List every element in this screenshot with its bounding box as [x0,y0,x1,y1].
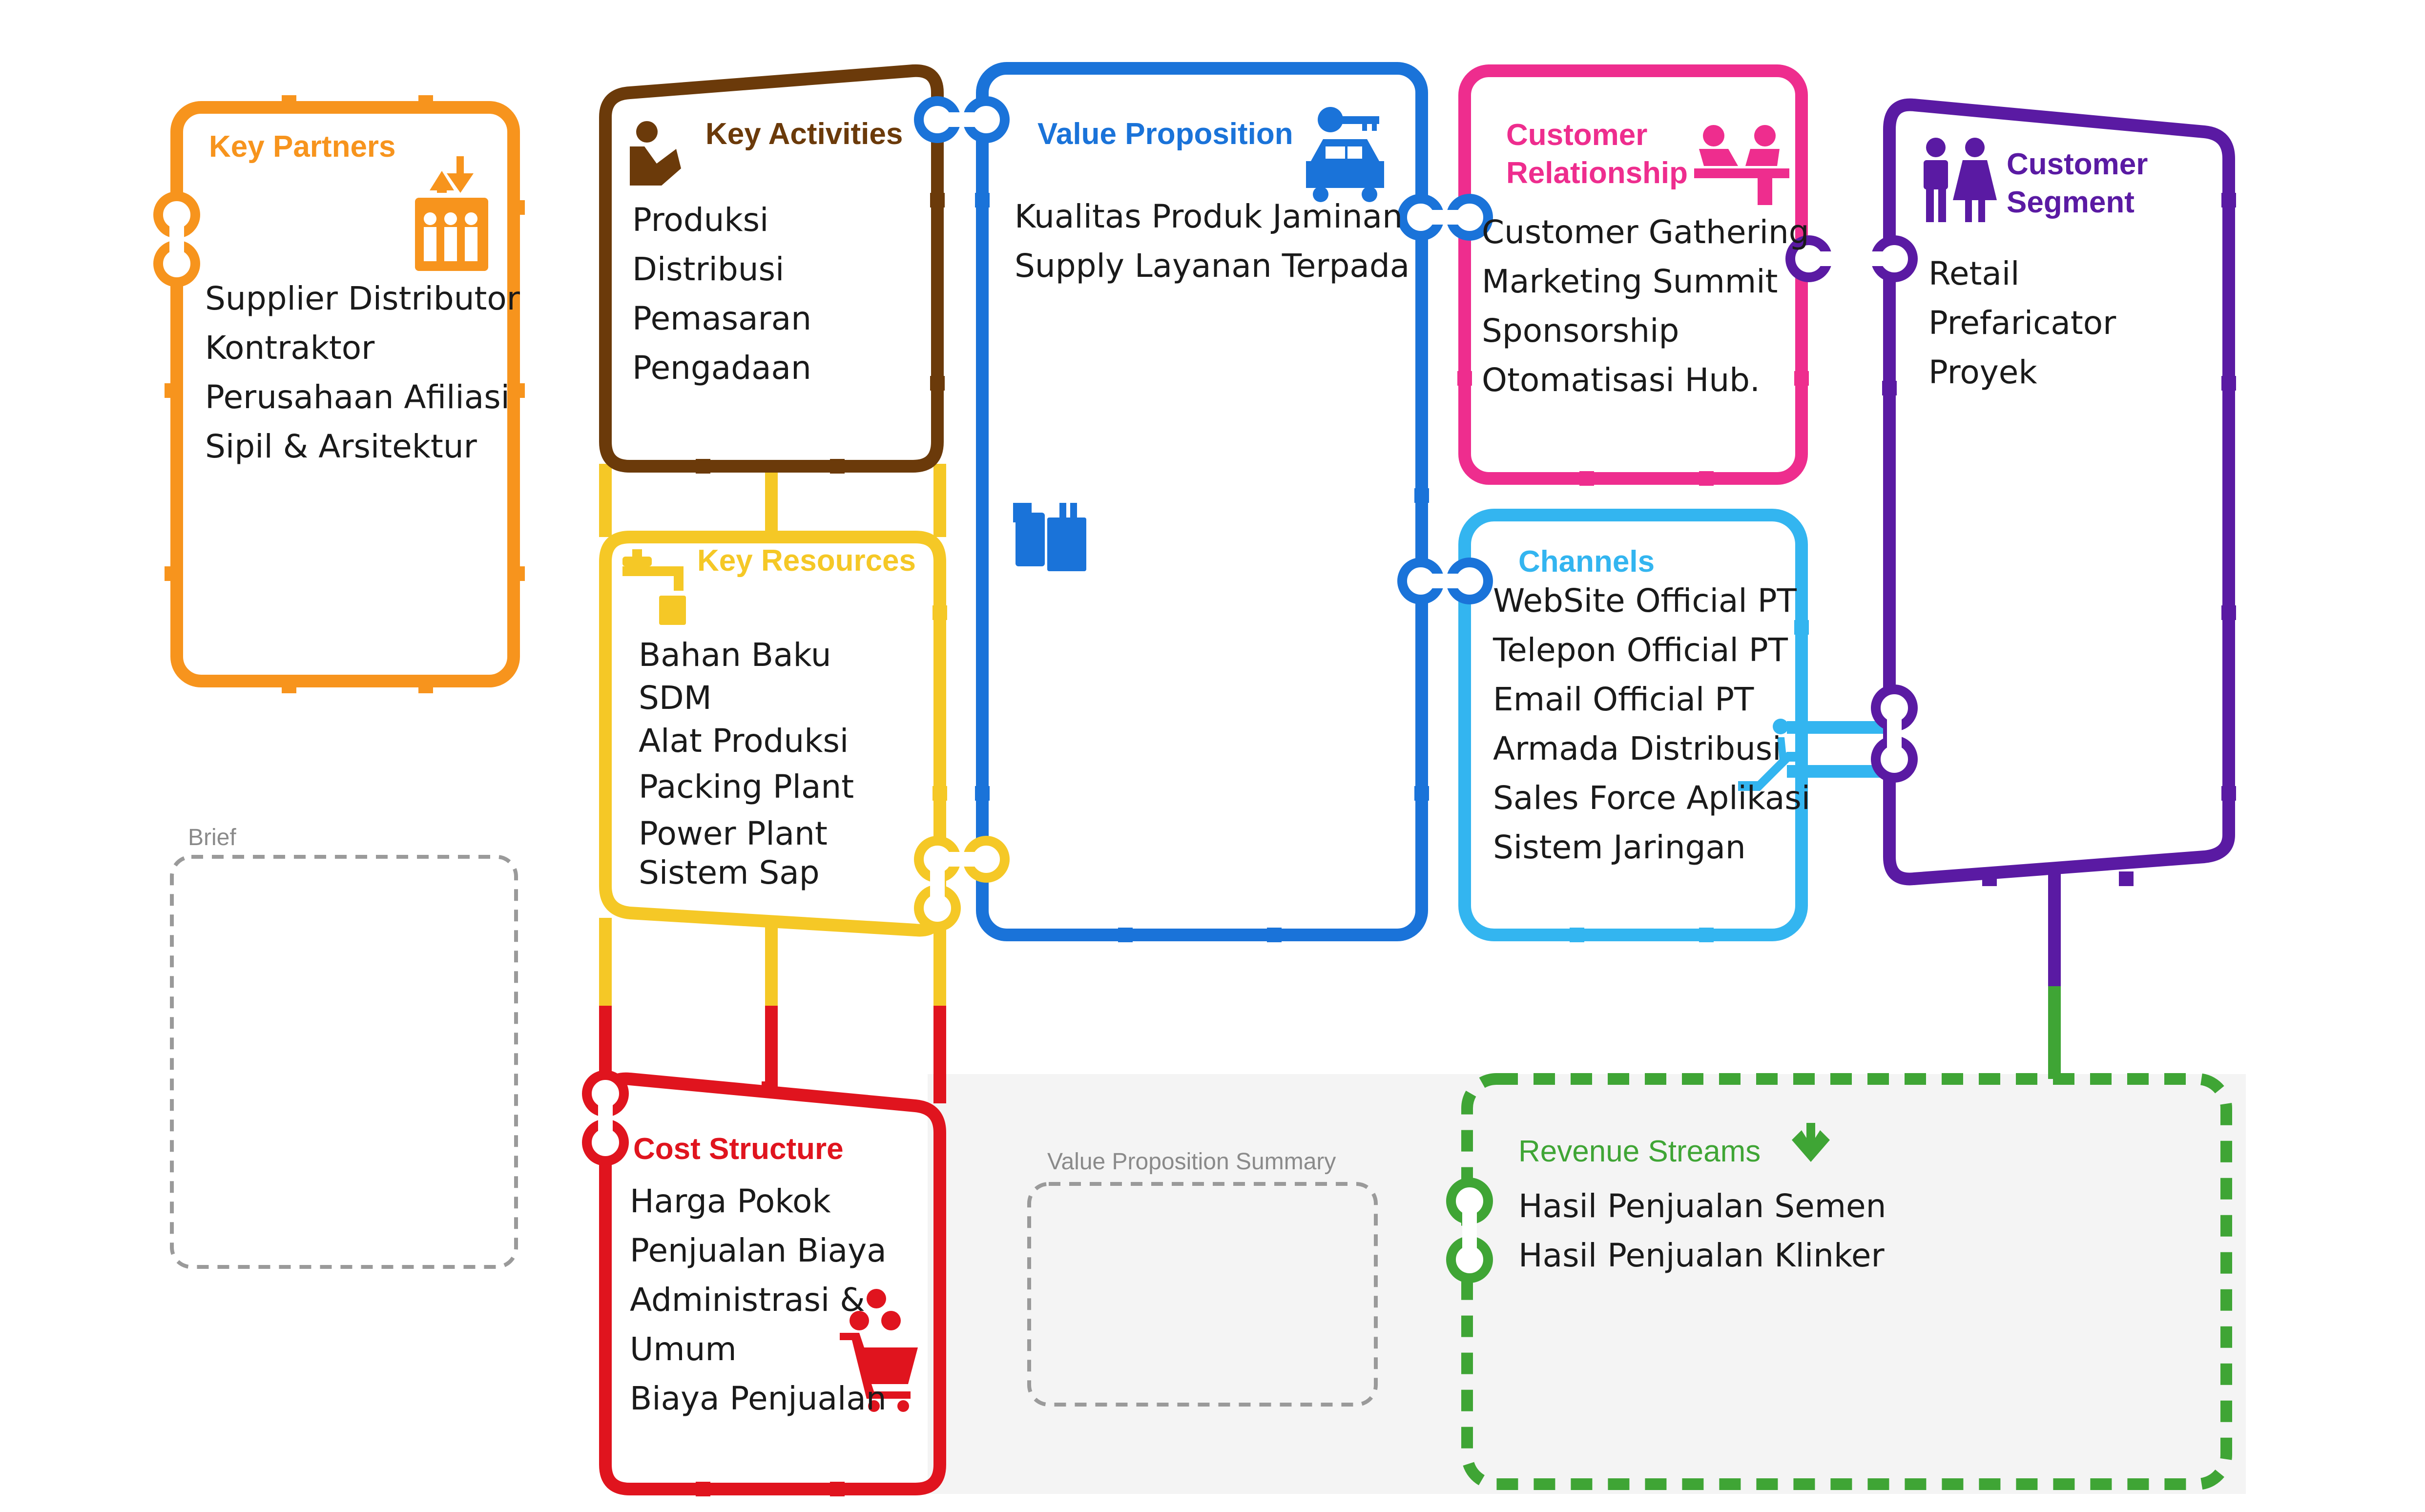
customer-segment-frame [1882,98,2236,886]
key-resources-title: Key Resources [697,544,916,578]
list-item: Penjualan Biaya [630,1232,887,1269]
list-item: Customer Gathering [1482,213,1809,251]
customer-relationship-title: Customer Relationship [1506,116,1688,192]
list-item: Supply Layanan Terpada [1015,247,1410,285]
water-tap-icon [622,549,686,625]
list-item: Pemasaran [632,300,812,337]
customer-segment-title-line1: Customer [2007,147,2148,181]
link-capsules [153,96,1918,1283]
list-item: SDM [639,679,712,717]
list-item: Sponsorship [1482,312,1679,350]
cost-structure-title: Cost Structure [633,1132,844,1166]
value-proposition-title: Value Proposition [1037,117,1293,151]
list-item: Telepon Official PT [1493,631,1788,669]
list-item: Alat Produksi [639,722,849,760]
value-proposition-summary-label: Value Proposition Summary [1047,1149,1336,1175]
value-proposition-frame [975,62,1429,942]
luggage-gift-icon [1013,503,1086,571]
customer-segment-title-line2: Segment [2007,186,2135,219]
list-item: Supplier Distributor [205,280,520,317]
brief-label: Brief [188,825,236,850]
customer-relationship-items: Customer Gathering Marketing Summit Spon… [1482,207,1809,405]
customer-relationship-title-line1: Customer [1506,118,1648,152]
key-partners-items: Supplier Distributor Kontraktor Perusaha… [205,274,520,471]
restroom-icon [1924,138,1997,222]
value-proposition-summary-box[interactable] [1027,1182,1378,1407]
list-item: Harga Pokok [630,1182,831,1220]
list-item: Kontraktor [205,329,375,367]
escalator-icon [1738,719,1806,791]
brief-box[interactable] [170,855,518,1269]
customer-segment-title: Customer Segment [2007,145,2148,222]
list-item: Marketing Summit [1482,263,1778,300]
list-item: Prefaricator [1928,304,2116,342]
list-item: Retail [1928,255,2020,292]
list-item: Packing Plant [639,768,854,806]
elevator-icon [415,156,488,271]
revenue-streams-title: Revenue Streams [1518,1135,1761,1168]
key-activities-frame [599,64,945,474]
customer-relationship-title-line2: Relationship [1506,156,1688,190]
list-item: Bahan Baku [639,636,831,674]
arrow-down-icon [1792,1123,1830,1162]
key-resources-items: Bahan Baku SDM Alat Produksi Packing Pla… [639,633,854,891]
value-proposition-items: Kualitas Produk Jaminan Supply Layanan T… [1015,192,1409,290]
connector-lines [599,464,2061,1103]
list-item: Email Official PT [1493,681,1754,718]
list-item: Perusahaan Afiliasi [205,378,510,416]
list-item: Proyek [1928,353,2037,391]
key-partners-title: Key Partners [209,130,396,164]
list-item: Otomatisasi Hub. [1482,361,1761,399]
list-item: Hasil Penjualan Klinker [1518,1237,1885,1274]
key-partners-frame [165,95,525,693]
customer-segment-items: Retail Prefaricator Proyek [1928,249,2116,397]
summary-background [928,1074,2246,1494]
list-item: Hasil Penjualan Semen [1518,1187,1886,1225]
list-item: Produksi [632,201,769,239]
key-resources-frame [599,531,947,937]
list-item: Kualitas Produk Jaminan [1015,198,1403,235]
list-item: Sipil & Arsitektur [205,428,477,465]
cost-structure-items: Harga Pokok Penjualan Biaya Administrasi… [630,1177,887,1423]
channels-frame [1458,509,1809,942]
list-item: Sistem Sap [639,854,820,891]
shopping-cart-currency-icon [840,1289,918,1412]
list-item: Umum [630,1330,737,1368]
list-item: Distribusi [632,250,785,288]
revenue-streams-items: Hasil Penjualan Semen Hasil Penjualan Kl… [1518,1181,1886,1280]
channels-title: Channels [1518,545,1655,579]
list-item: Armada Distribusi [1493,730,1782,767]
list-item: Power Plant [639,815,828,852]
list-item: Biaya Penjualan [630,1380,887,1417]
reading-person-icon [630,121,681,186]
car-key-icon [1306,107,1384,202]
list-item: Pengadaan [632,349,811,387]
list-item: Administrasi & [630,1281,865,1319]
reception-desk-icon [1694,125,1789,205]
channels-items: WebSite Official PT Telepon Official PT … [1493,576,1810,872]
list-item: Sales Force Aplikasi [1493,779,1811,817]
key-activities-items: Produksi Distribusi Pemasaran Pengadaan [632,195,811,393]
list-item: Sistem Jaringan [1493,828,1746,866]
key-activities-title: Key Activities [705,117,903,151]
list-item: WebSite Official PT [1493,582,1797,620]
